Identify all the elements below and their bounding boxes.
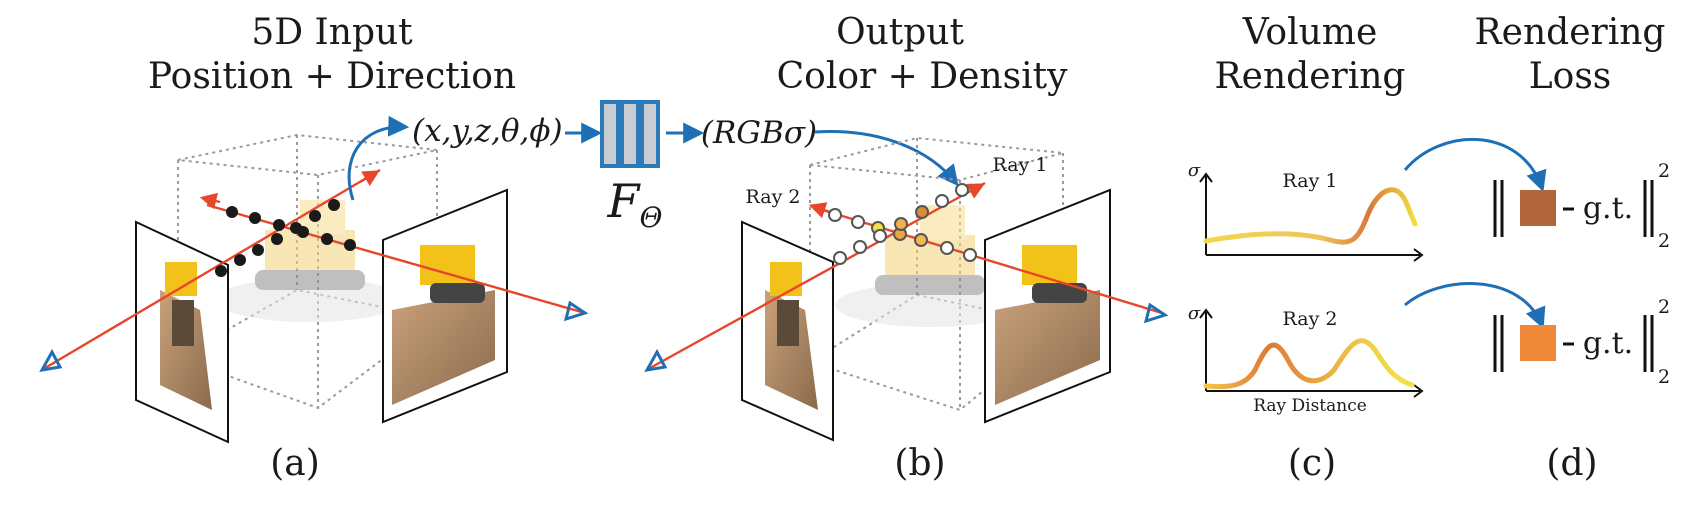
ray-sample-points-b xyxy=(828,183,977,265)
norm-sub-2: 2 xyxy=(1657,366,1671,388)
norm-sup-1: 2 xyxy=(1657,160,1671,182)
camera-icon xyxy=(644,302,1169,372)
plot-2-label: Ray 2 xyxy=(1282,308,1338,330)
ray-1-label-b: Ray 1 xyxy=(992,154,1048,176)
color-swatch-ray-2 xyxy=(1520,325,1556,361)
camera-rays-a xyxy=(39,168,589,372)
loss-norm-ray-2 xyxy=(1493,315,1654,372)
panel-a-title-line2: Position + Direction xyxy=(147,56,517,97)
arrow-ray2-to-loss xyxy=(1404,282,1546,329)
ground-truth-label-2: g.t. xyxy=(1582,326,1634,361)
camera-view-right-b xyxy=(984,188,1111,424)
panel-b-title-line1: Output xyxy=(836,12,964,53)
output-vector-label: (RGBσ) xyxy=(700,115,818,151)
mlp-network-block xyxy=(565,100,705,168)
density-plot-ray-1 xyxy=(1199,172,1424,262)
panel-d-title-line1: Rendering xyxy=(1474,12,1666,53)
panel-b-title-line2: Color + Density xyxy=(776,56,1068,97)
plot-1-label: Ray 1 xyxy=(1282,170,1338,192)
panel-c-caption: (c) xyxy=(1287,443,1337,484)
bulldozer-model-b xyxy=(835,205,1025,327)
panel-b-scene xyxy=(644,130,1169,442)
panel-c-title-line2: Rendering xyxy=(1214,56,1406,97)
color-swatch-ray-1 xyxy=(1520,190,1556,226)
camera-view-left-a xyxy=(135,220,229,444)
norm-sup-2: 2 xyxy=(1657,296,1671,318)
input-vector-label: (x,y,z,θ,ϕ) xyxy=(412,113,563,149)
camera-icon xyxy=(39,300,589,372)
panel-a-title-line1: 5D Input xyxy=(251,12,413,53)
panel-b-caption: (b) xyxy=(894,443,946,484)
network-label: FΘ xyxy=(607,174,663,235)
panel-a-caption: (a) xyxy=(270,443,320,484)
camera-view-right-a xyxy=(382,188,508,424)
density-plot-ray-2 xyxy=(1199,308,1424,398)
panel-d-caption: (d) xyxy=(1546,443,1598,484)
norm-sub-1: 2 xyxy=(1657,230,1671,252)
ray-sample-points-a xyxy=(215,199,356,277)
arrow-sample-to-input xyxy=(347,115,410,201)
loss-norm-ray-1 xyxy=(1493,180,1654,237)
y-axis-symbol-plot2: σ xyxy=(1187,303,1201,324)
panel-a-scene xyxy=(39,115,589,444)
arrow-output-to-samples xyxy=(814,130,959,187)
panel-d-title-line2: Loss xyxy=(1528,56,1612,97)
y-axis-symbol-plot1: σ xyxy=(1187,160,1201,181)
panel-c-title-line1: Volume xyxy=(1242,12,1378,53)
ground-truth-label-1: g.t. xyxy=(1582,191,1634,226)
ray-2-label-b: Ray 2 xyxy=(745,186,801,208)
arrow-ray1-to-loss xyxy=(1403,137,1547,192)
camera-view-left-b xyxy=(741,220,834,442)
x-axis-label: Ray Distance xyxy=(1253,396,1367,416)
